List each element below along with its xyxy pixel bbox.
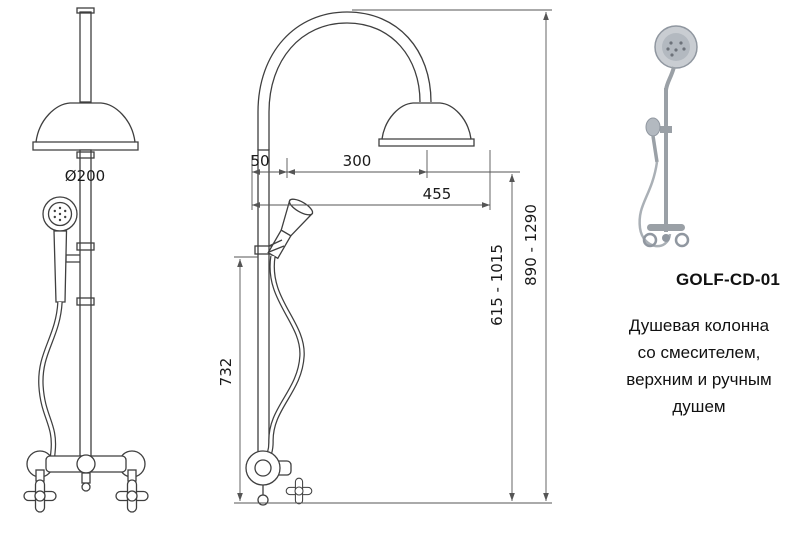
product-code: GOLF-CD-01	[676, 270, 780, 289]
side-hand-shower	[267, 198, 314, 260]
front-pipe-cap	[76, 7, 95, 14]
gooseneck-inner	[268, 22, 421, 150]
front-right-cross-handle	[115, 479, 149, 513]
dim-label-615-1015: 615 - 1015	[488, 244, 506, 326]
front-mixer	[23, 450, 149, 513]
gooseneck-outer	[257, 11, 432, 150]
product-description-line-3: верхним и ручным душем	[626, 370, 772, 416]
product-description: Душевая колонна со смесителем, верхним и…	[598, 312, 800, 420]
dim-label-455: 455	[423, 185, 452, 203]
product-description-line-2: со смесителем,	[637, 343, 761, 362]
dim-label-732: 732	[217, 358, 235, 387]
front-riser-pipe	[79, 149, 92, 457]
handshower-holder	[65, 254, 80, 263]
dim-label-890-1290: 890 - 1290	[522, 204, 540, 286]
side-view	[245, 11, 475, 506]
dim-label-300: 300	[343, 152, 372, 170]
side-mixer	[245, 450, 313, 506]
dimensions	[234, 9, 552, 504]
product-photo	[638, 25, 698, 248]
side-riser-pipe	[257, 149, 270, 462]
dim-label-50: 50	[250, 152, 269, 170]
side-hose	[262, 255, 305, 464]
dimension-labels: Ø200 50 300 455 615 - 1015 890 - 1290 73…	[65, 152, 540, 386]
front-shower-head	[32, 102, 139, 151]
side-cross-handle	[285, 477, 313, 505]
front-left-cross-handle	[23, 479, 57, 513]
side-shower-head	[378, 102, 475, 147]
front-top-pipe	[79, 11, 92, 103]
front-hand-shower	[42, 196, 78, 303]
front-view	[23, 7, 149, 513]
front-hose	[38, 301, 66, 465]
product-description-line-1: Душевая колонна	[628, 316, 770, 335]
diameter-label: Ø200	[65, 167, 105, 185]
